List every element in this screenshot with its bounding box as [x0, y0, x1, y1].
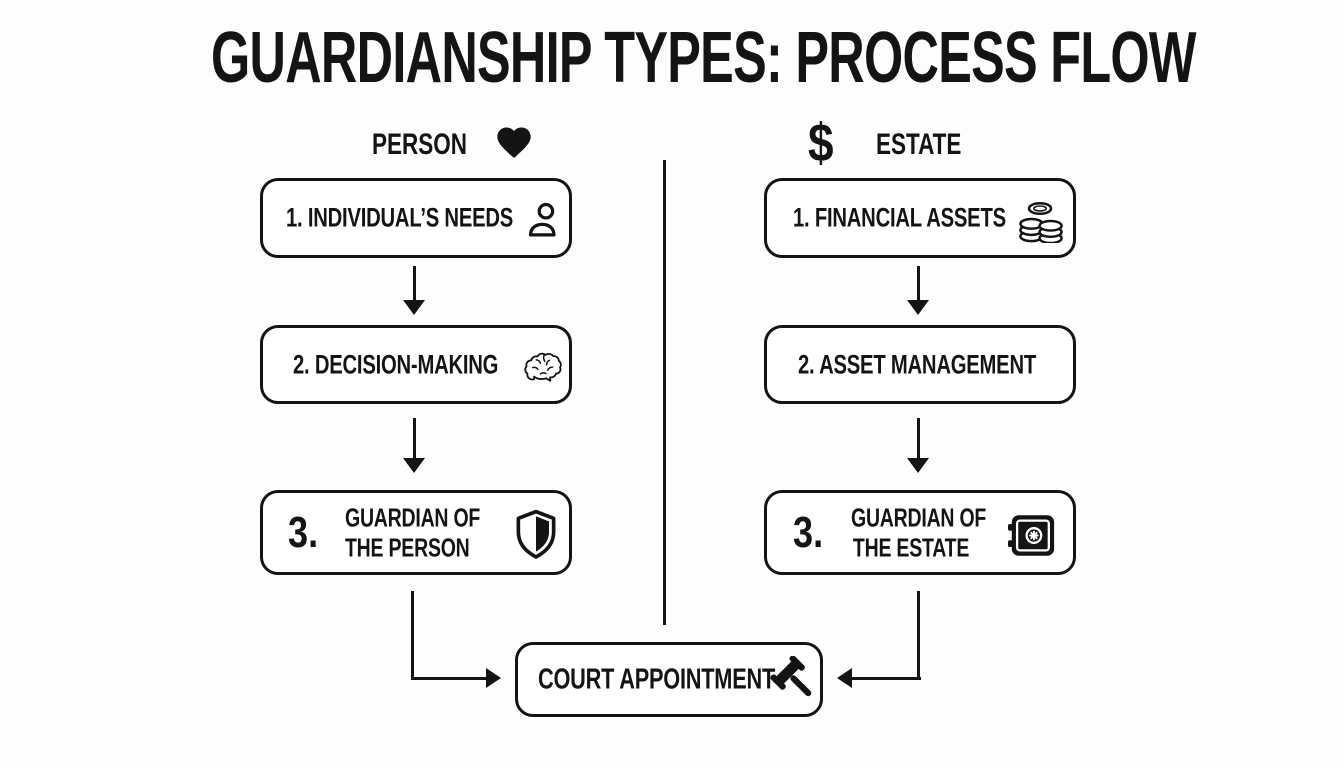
dollar-sign-icon: $ [808, 113, 834, 173]
arrowhead-estate-2-3 [907, 458, 929, 473]
step-box-guardian-of-estate: 3. GUARDIAN OF THE ESTATE [764, 490, 1076, 575]
arrowhead-estate-to-court [837, 668, 852, 688]
heart-icon [497, 127, 531, 158]
arrowhead-estate-1-2 [907, 300, 929, 315]
safe-icon [1007, 515, 1055, 556]
step-box-asset-management: 2. ASSET MANAGEMENT [764, 325, 1076, 404]
step-label: 1. INDIVIDUAL’S NEEDS [286, 202, 514, 233]
arrowhead-person-2-3 [403, 458, 425, 473]
column-divider [663, 160, 666, 625]
flow-arrow-estate-1-2 [917, 266, 920, 302]
connector-estate-to-court [852, 677, 921, 680]
person-column-label: PERSON [372, 128, 468, 161]
connector-estate-to-court [917, 591, 920, 680]
step-box-decision-making: 2. DECISION-MAKING [260, 325, 572, 404]
person-icon [528, 202, 556, 237]
step-number: 3. [288, 507, 319, 557]
step-label: GUARDIAN OF THE ESTATE [851, 501, 987, 563]
step-label: 2. ASSET MANAGEMENT [798, 349, 1036, 379]
court-appointment-box: COURT APPOINTMENT [515, 642, 823, 717]
step-box-financial-assets: 1. FINANCIAL ASSETS [764, 178, 1076, 258]
brain-icon [524, 352, 562, 382]
connector-person-to-court [411, 677, 487, 680]
court-appointment-label: COURT APPOINTMENT [538, 663, 776, 695]
coins-icon [1019, 201, 1063, 243]
flow-arrow-person-2-3 [413, 418, 416, 460]
step-label: 2. DECISION-MAKING [293, 349, 499, 379]
connector-person-to-court [411, 591, 414, 680]
flow-arrow-person-1-2 [413, 266, 416, 302]
arrowhead-person-to-court [486, 668, 501, 688]
shield-icon [516, 509, 556, 559]
step-number: 3. [793, 507, 824, 557]
step-label: 1. FINANCIAL ASSETS [793, 202, 1006, 233]
step-label: GUARDIAN OF THE PERSON [345, 501, 481, 563]
estate-column-label: ESTATE [876, 128, 962, 161]
page-title: GUARDIANSHIP TYPES: PROCESS FLOW [211, 18, 1196, 98]
flow-arrow-estate-2-3 [917, 418, 920, 460]
step-box-guardian-of-person: 3. GUARDIAN OF THE PERSON [260, 490, 572, 575]
gavel-icon [770, 656, 812, 697]
arrowhead-person-1-2 [403, 300, 425, 315]
step-box-individuals-needs: 1. INDIVIDUAL’S NEEDS [260, 178, 572, 258]
